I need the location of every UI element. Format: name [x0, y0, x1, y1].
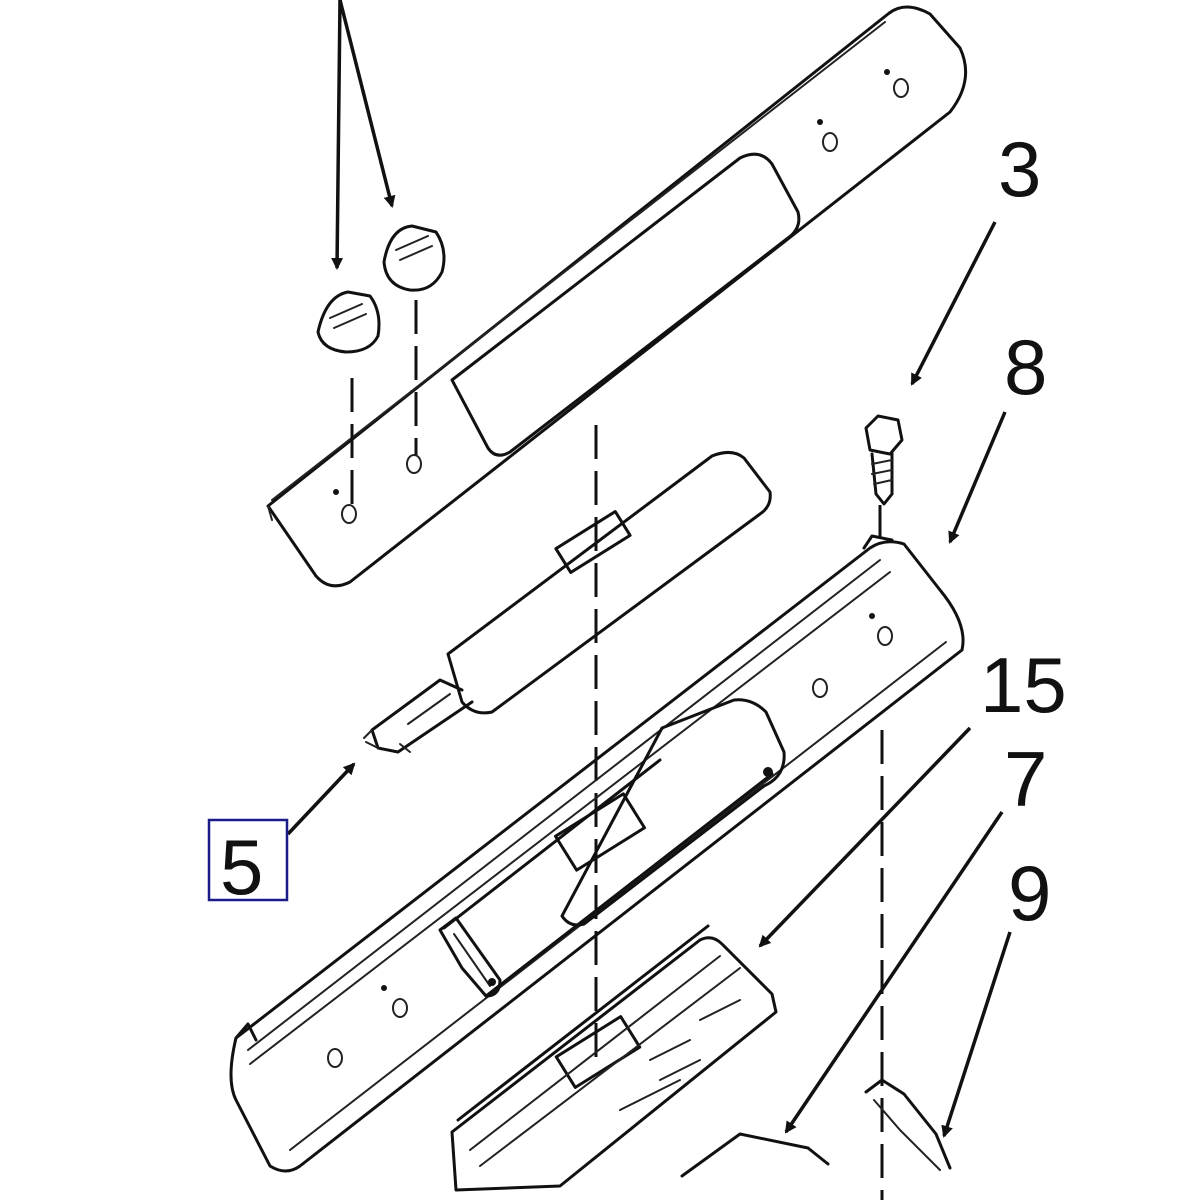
- callout-label-3: 3: [998, 125, 1041, 213]
- mounting-bracket[interactable]: [680, 1132, 830, 1178]
- callout-label-15: 15: [980, 641, 1067, 729]
- callout-arrow-7: [784, 811, 1004, 1134]
- control-knob-right[interactable]: [382, 224, 446, 292]
- callout-arrow-15: [758, 726, 972, 948]
- knob-arrow-left: [331, 0, 344, 270]
- callout-5-selected[interactable]: 5: [207, 818, 289, 911]
- main-control-panel-frame[interactable]: [229, 534, 965, 1173]
- callout-label-7: 7: [1004, 735, 1047, 823]
- upper-control-panel[interactable]: [266, 5, 968, 588]
- mounting-screw[interactable]: [864, 414, 904, 506]
- control-knob-left[interactable]: [316, 290, 381, 354]
- callout-label-5: 5: [220, 823, 263, 911]
- callout-arrow-9: [941, 931, 1012, 1138]
- callout-label-8: 8: [1004, 323, 1047, 411]
- callout-arrow-3: [910, 221, 997, 386]
- retaining-clip[interactable]: [864, 1078, 952, 1171]
- callout-label-9: 9: [1008, 849, 1051, 937]
- callout-arrow-8: [948, 411, 1007, 544]
- electronic-control-board[interactable]: [450, 924, 778, 1192]
- membrane-ribbon-cable[interactable]: [363, 451, 772, 754]
- selection-box: [207, 818, 289, 902]
- knob-arrow-right: [338, 0, 396, 208]
- callout-arrow-5: [286, 762, 356, 836]
